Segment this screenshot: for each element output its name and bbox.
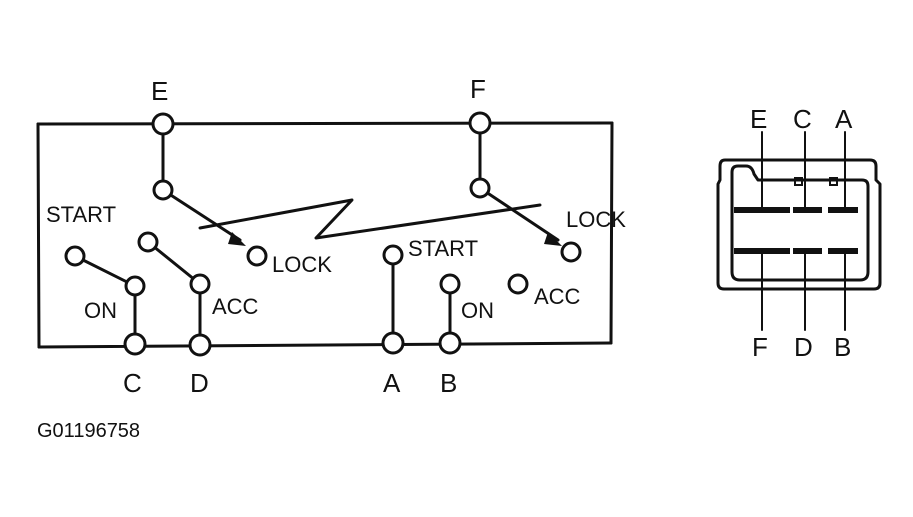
start-left-contact: [64, 245, 86, 267]
label-on-left: ON: [84, 298, 117, 323]
e-pivot-node: [152, 179, 174, 201]
label-f: F: [470, 74, 486, 104]
label-a: A: [383, 368, 401, 398]
connector-label-c: C: [793, 104, 812, 134]
terminal-a-node: [381, 331, 405, 355]
connector-label-d: D: [794, 332, 813, 362]
label-start-left: START: [46, 202, 116, 227]
lock-tab-a-icon: [829, 177, 838, 186]
terminal-c-node: [123, 332, 147, 356]
lock-right-contact: [560, 241, 582, 263]
lock-left-contact: [246, 245, 268, 267]
label-d: D: [190, 368, 209, 398]
label-b: B: [440, 368, 457, 398]
label-on-right: ON: [461, 298, 494, 323]
label-start-right: START: [408, 236, 478, 261]
connector-label-f: F: [752, 332, 768, 362]
acc-left-arm: [146, 240, 202, 286]
acc-left-contact: [189, 273, 211, 295]
terminal-d-node: [188, 333, 212, 357]
connector-inner-cavity: [730, 164, 870, 282]
start-right-contact: [382, 244, 404, 266]
label-e: E: [151, 76, 168, 106]
right-side-line: [609, 121, 614, 345]
f-pivot-node: [469, 177, 491, 199]
connector-face-view: E C A F D B: [716, 104, 882, 362]
e-lock-contact-arm: [161, 188, 242, 242]
connector-label-b: B: [834, 332, 851, 362]
acc-left-pivot: [137, 231, 159, 253]
on-left-contact: [124, 275, 146, 297]
label-lock-right: LOCK: [566, 207, 626, 232]
start-left-arm: [73, 254, 137, 288]
terminal-e-node: [151, 112, 175, 136]
connector-label-e: E: [750, 104, 767, 134]
f-arrowhead-icon: [544, 232, 562, 246]
label-acc-right: ACC: [534, 284, 581, 309]
label-acc-left: ACC: [212, 294, 259, 319]
acc-right-contact: [507, 273, 529, 295]
label-c: C: [123, 368, 142, 398]
switch-schematic: E F C D A B START ON ACC LOCK START ON A…: [36, 74, 626, 398]
lock-tab-c-icon: [794, 177, 803, 186]
terminal-f-node: [468, 111, 492, 135]
top-bus-line: [36, 121, 614, 126]
left-side-line: [36, 122, 41, 349]
connector-label-a: A: [835, 104, 853, 134]
mechanical-link-zigzag: [198, 198, 542, 240]
e-arrowhead-icon: [228, 232, 246, 246]
figure-id: G01196758: [37, 420, 140, 442]
f-lock-contact-arm: [478, 186, 560, 242]
connector-outer-shell: [716, 158, 882, 291]
on-right-contact: [439, 273, 461, 295]
label-lock-left: LOCK: [272, 252, 332, 277]
terminal-b-node: [438, 331, 462, 355]
